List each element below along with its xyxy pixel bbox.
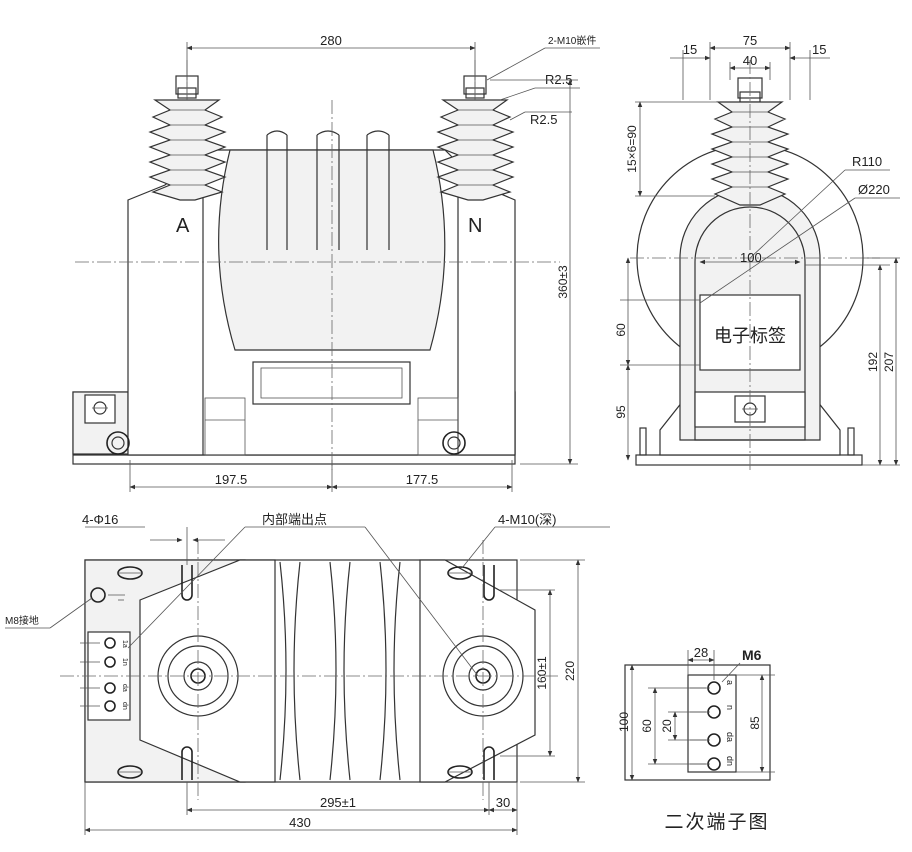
terminal-view: a n da dn 28 M6 100 60 20 85 二次端子图 bbox=[617, 645, 775, 833]
dim-177-5: 177.5 bbox=[406, 472, 439, 487]
radius-label-1: R2.5 bbox=[545, 72, 572, 87]
side-dim-100: 100 bbox=[740, 250, 762, 265]
front-right-lifting-ring bbox=[442, 431, 466, 455]
terminal-n: n bbox=[725, 705, 735, 710]
top-view: 1a 1n da dn 4-Φ16 内部端出点 4-M10(深) M8接地 22… bbox=[5, 512, 610, 835]
ground-bolt bbox=[90, 587, 106, 603]
inner-terminal-note: 内部端出点 bbox=[262, 512, 327, 527]
top-ribs bbox=[279, 561, 401, 781]
terminal-dim-28: 28 bbox=[694, 645, 708, 660]
radius-r110: R110 bbox=[852, 154, 882, 169]
front-barrel-ribs bbox=[266, 130, 390, 250]
dim-280: 280 bbox=[320, 33, 342, 48]
dim-220: 220 bbox=[563, 661, 577, 681]
terminal-a: a bbox=[725, 680, 735, 685]
top-terminal-1n: 1n bbox=[121, 658, 128, 666]
terminal-thread: M6 bbox=[742, 647, 762, 663]
dim-15-right: 15 bbox=[812, 42, 826, 57]
side-base-plate bbox=[635, 454, 863, 466]
sheds-dim: 15×6=90 bbox=[625, 125, 639, 173]
top-terminal-da: da bbox=[121, 684, 128, 692]
dim-197-5: 197.5 bbox=[215, 472, 248, 487]
front-left-lifting-ring bbox=[106, 431, 130, 455]
hole-note: 4-Φ16 bbox=[82, 512, 118, 527]
ground-note: M8接地 bbox=[5, 614, 39, 627]
front-right-insulator bbox=[436, 70, 515, 201]
dim-295: 295±1 bbox=[320, 795, 356, 810]
terminal-dim-85: 85 bbox=[748, 716, 762, 730]
phase-n-label: N bbox=[468, 215, 482, 237]
terminal-dim-100: 100 bbox=[617, 712, 631, 732]
radius-label-2: R2.5 bbox=[530, 112, 557, 127]
terminal-caption: 二次端子图 bbox=[664, 811, 769, 833]
dim-40: 40 bbox=[743, 53, 757, 68]
top-terminal-dn: dn bbox=[121, 702, 128, 710]
side-dim-60: 60 bbox=[614, 323, 628, 337]
dim-30: 30 bbox=[496, 795, 510, 810]
phase-a-label: A bbox=[176, 215, 190, 237]
dim-15-left: 15 bbox=[683, 42, 697, 57]
dim-height: 360±3 bbox=[556, 265, 570, 299]
top-mounting-holes bbox=[117, 565, 495, 780]
dim-75: 75 bbox=[743, 33, 757, 48]
front-left-insulator bbox=[148, 70, 227, 201]
terminal-strip bbox=[687, 674, 737, 773]
side-view: 电子标签 75 40 15 15 15× bbox=[614, 33, 900, 470]
bolt-note: 4-M10(深) bbox=[498, 512, 557, 527]
front-view: 280 2-M10嵌件 R2.5 R2.5 360±3 A N 197.5 17… bbox=[72, 33, 600, 492]
dim-430: 430 bbox=[289, 815, 311, 830]
terminal-dn: dn bbox=[725, 756, 735, 766]
side-dim-192: 192 bbox=[866, 352, 880, 372]
dim-160: 160±1 bbox=[535, 656, 549, 690]
front-window bbox=[252, 361, 411, 405]
terminal-dim-60: 60 bbox=[640, 719, 654, 733]
side-dim-207: 207 bbox=[882, 352, 896, 372]
top-terminals bbox=[80, 637, 116, 712]
diameter-220: Ø220 bbox=[858, 182, 890, 197]
side-dim-95: 95 bbox=[614, 405, 628, 419]
top-terminal-1a: 1a bbox=[121, 640, 128, 648]
insert-note: 2-M10嵌件 bbox=[548, 35, 596, 47]
terminal-da: da bbox=[725, 732, 735, 742]
terminal-dim-20: 20 bbox=[660, 719, 674, 733]
